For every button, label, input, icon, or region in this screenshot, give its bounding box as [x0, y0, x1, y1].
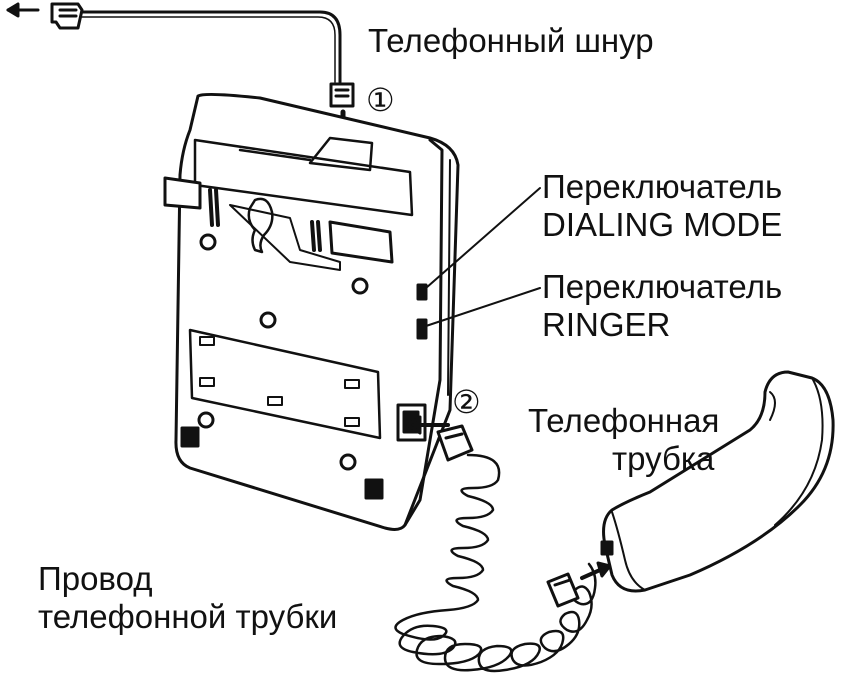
- ringer-switch-line2: RINGER: [542, 306, 671, 343]
- dialing-mode-leader: [425, 187, 541, 289]
- insert-arrow-right-icon: [580, 561, 612, 580]
- handset-cord-plug-base: [436, 424, 474, 462]
- telephone-cord-line: [80, 10, 342, 84]
- telephone-cord-label: Телефонный шнур: [368, 22, 654, 60]
- handset-label: Телефонная трубка: [528, 402, 719, 478]
- handset-cord-line1: Провод: [38, 560, 153, 597]
- insert-arrow-left-icon: [406, 415, 450, 435]
- handset-receiver: [600, 370, 835, 593]
- ringer-switch-line1: Переключатель: [542, 268, 783, 305]
- handset-cord-label: Провод телефонной трубки: [38, 560, 337, 636]
- dialing-mode-switch-line1: Переключатель: [542, 168, 783, 205]
- ringer-switch-label: Переключатель RINGER: [542, 268, 782, 344]
- step-1-glyph: ①: [366, 80, 395, 120]
- handset-cord-line2: телефонной трубки: [38, 598, 338, 635]
- dialing-mode-switch-line2: DIALING MODE: [542, 206, 783, 243]
- ringer-leader: [425, 287, 541, 327]
- handset-line1: Телефонная: [528, 402, 720, 439]
- step-2-glyph: ②: [452, 382, 481, 422]
- telephone-cord-label-text: Телефонный шнур: [368, 22, 654, 59]
- telephone-base-unit: [163, 92, 460, 531]
- line-cord-plug: [329, 82, 355, 108]
- coiled-handset-cord: [394, 453, 597, 673]
- left-arrow-icon: [6, 2, 40, 18]
- dialing-mode-switch-label: Переключатель DIALING MODE: [542, 168, 782, 244]
- wall-plug-icon: [50, 2, 84, 30]
- handset-cord-plug-receiver: [546, 572, 580, 608]
- handset-line2: трубка: [612, 440, 715, 477]
- step-2-glyph-text: ②: [452, 384, 481, 420]
- step-1-glyph-text: ①: [366, 82, 395, 118]
